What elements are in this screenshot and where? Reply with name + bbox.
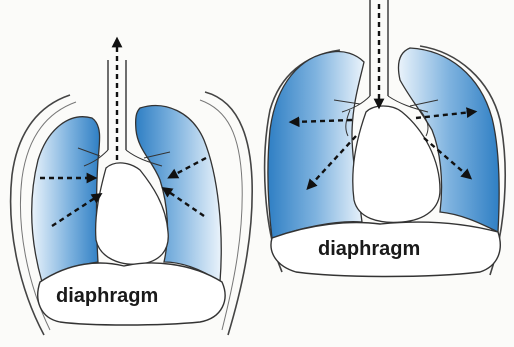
heart-exhale bbox=[96, 163, 169, 264]
diaphragm-label-right: diaphragm bbox=[318, 238, 420, 261]
lung-left-exhale bbox=[32, 117, 100, 282]
panel-inhale bbox=[265, 0, 506, 277]
diaphragm-label-left: diaphragm bbox=[56, 285, 158, 308]
